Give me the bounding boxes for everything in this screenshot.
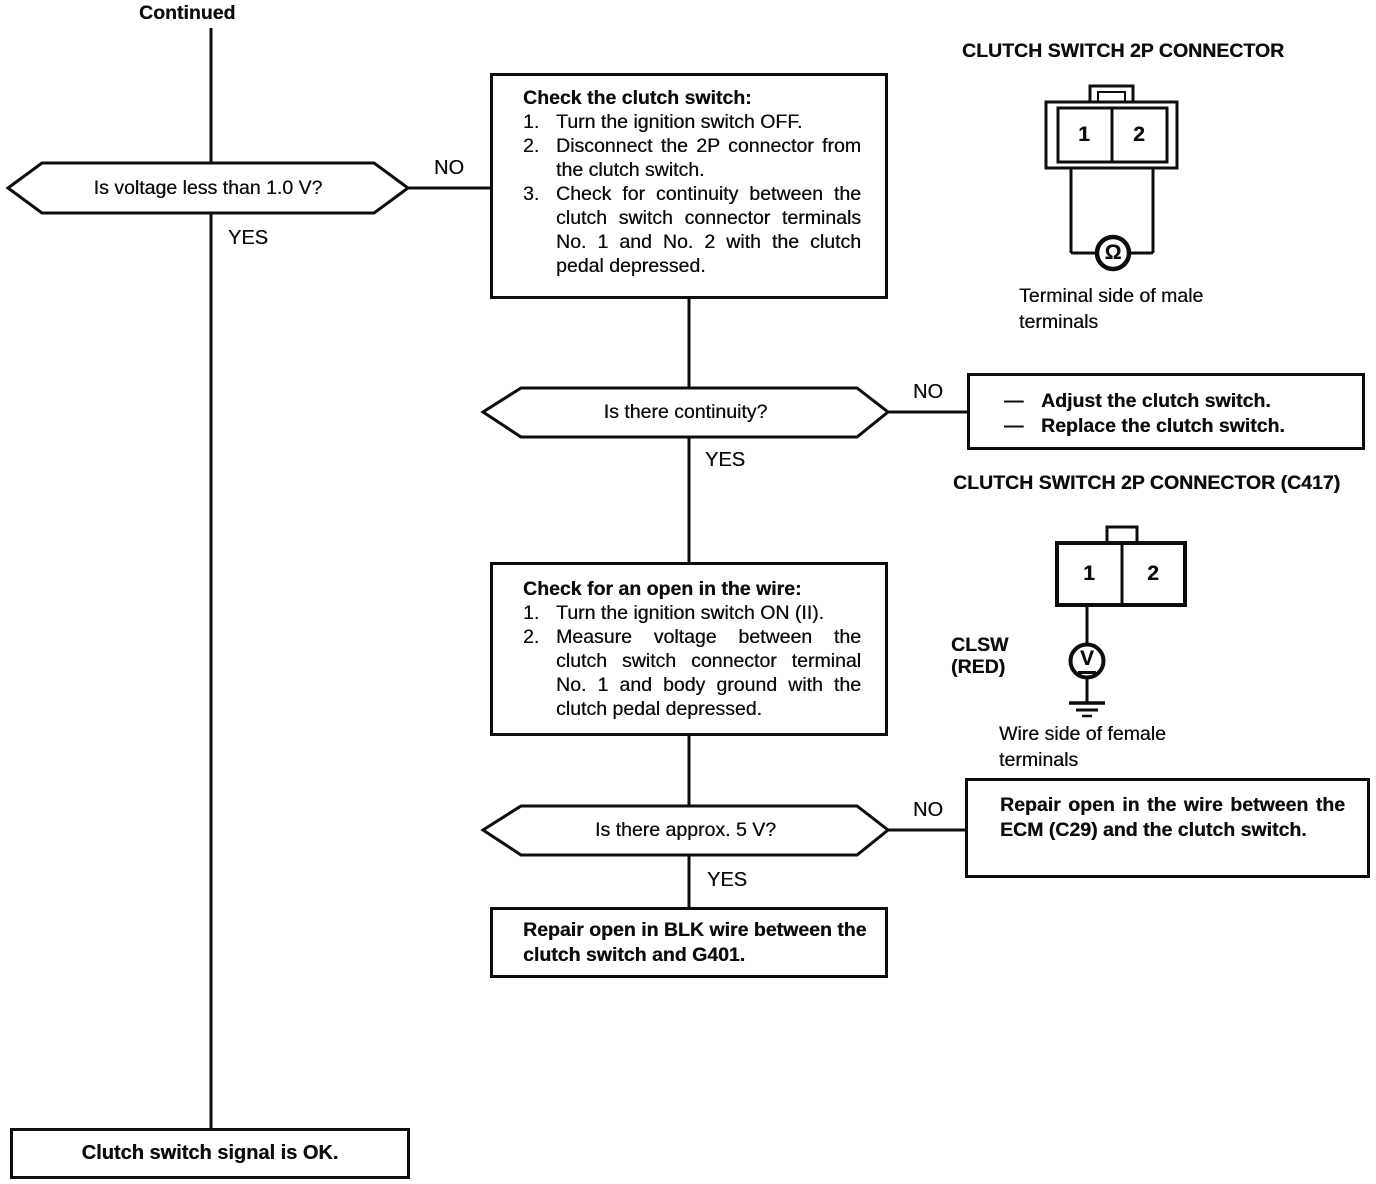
volt-symbol: V bbox=[1071, 648, 1103, 674]
decision-2-yes-label: YES bbox=[705, 449, 746, 471]
clsw-wire-color-label: (RED) bbox=[951, 656, 1006, 678]
action-adjust-replace: — Adjust the clutch switch. — Replace th… bbox=[967, 373, 1365, 450]
dash-bullet: — bbox=[1004, 415, 1024, 437]
process-title: Check the clutch switch: bbox=[523, 87, 752, 109]
step-number: 2. bbox=[523, 626, 540, 648]
step-text: Turn the ignition switch ON (II). bbox=[556, 602, 825, 624]
process-step: 3. Check for continuity between the clut… bbox=[523, 182, 861, 278]
clsw-signal-label: CLSW bbox=[951, 634, 1009, 656]
decision-2-text: Is there continuity? bbox=[603, 401, 768, 423]
process-step: 1. Turn the ignition switch ON (II). bbox=[523, 601, 861, 625]
step-text: Disconnect the 2P connector from the clu… bbox=[556, 135, 861, 181]
action-text: Adjust the clutch switch. bbox=[1041, 390, 1271, 412]
connector2-drawing bbox=[1055, 525, 1187, 718]
connector2-title: CLUTCH SWITCH 2P CONNECTOR (C417) bbox=[953, 472, 1341, 494]
decision-2-hexagon bbox=[480, 386, 891, 439]
decision-3-text: Is there approx. 5 V? bbox=[594, 819, 777, 841]
ohmmeter-icon bbox=[1094, 234, 1132, 272]
step-text: Measure voltage between the clutch switc… bbox=[556, 626, 861, 720]
action-item: — Replace the clutch switch. bbox=[1004, 414, 1352, 439]
decision-3-hexagon bbox=[480, 804, 891, 857]
process-step: 2. Measure voltage between the clutch sw… bbox=[523, 625, 861, 721]
connector1-tab-notch bbox=[1097, 91, 1126, 103]
process-step: 1. Turn the ignition switch OFF. bbox=[523, 110, 861, 134]
action-item: — Adjust the clutch switch. bbox=[1004, 389, 1352, 414]
result-clutch-switch-ok: Clutch switch signal is OK. bbox=[10, 1128, 410, 1179]
decision-1-no-label: NO bbox=[434, 157, 464, 179]
decision-3-yes-label: YES bbox=[707, 869, 748, 891]
connector2-lock-tab bbox=[1105, 525, 1139, 544]
connector1-title: CLUTCH SWITCH 2P CONNECTOR bbox=[962, 40, 1285, 62]
process-check-open-wire: Check for an open in the wire: 1. Turn t… bbox=[490, 562, 888, 736]
step-text: Check for continuity between the clutch … bbox=[556, 183, 861, 277]
step-number: 1. bbox=[523, 111, 540, 133]
step-text: Turn the ignition switch OFF. bbox=[556, 111, 803, 133]
action-text: Replace the clutch switch. bbox=[1041, 415, 1285, 437]
connector2-pin2-label: 2 bbox=[1147, 562, 1159, 585]
ground-icon bbox=[1069, 701, 1105, 718]
connector1-drawing bbox=[1044, 84, 1179, 272]
connector2-caption: Wire side of female terminals bbox=[999, 723, 1166, 771]
decision-2-no-label: NO bbox=[913, 381, 943, 403]
decision-1-hexagon bbox=[5, 161, 411, 215]
flow-lines bbox=[209, 28, 969, 1130]
ohm-symbol: Ω bbox=[1104, 241, 1122, 264]
connector1-caption: Terminal side of male terminals bbox=[1019, 285, 1204, 333]
step-number: 2. bbox=[523, 135, 540, 157]
action-repair-ecm-wire: Repair open in the wire between the ECM … bbox=[965, 778, 1370, 878]
ohmmeter-wires bbox=[1069, 168, 1155, 255]
voltmeter-icon bbox=[1068, 642, 1106, 680]
process-title: Check for an open in the wire: bbox=[523, 578, 802, 600]
volt-symbol-glyph: V bbox=[1077, 648, 1096, 674]
connector2-pin1-label: 1 bbox=[1083, 562, 1095, 585]
step-number: 1. bbox=[523, 602, 540, 624]
connector1-lock-tab bbox=[1088, 84, 1135, 104]
decision-3-no-label: NO bbox=[913, 799, 943, 821]
dash-bullet: — bbox=[1004, 390, 1024, 412]
decision-1-text: Is voltage less than 1.0 V? bbox=[93, 176, 323, 199]
decision-1-yes-label: YES bbox=[228, 227, 269, 249]
action-repair-blk-wire: Repair open in BLK wire between the clut… bbox=[490, 907, 888, 978]
connector1-pin1-label: 1 bbox=[1078, 123, 1090, 146]
connector1-pin2-label: 2 bbox=[1133, 123, 1145, 146]
process-step: 2. Disconnect the 2P connector from the … bbox=[523, 134, 861, 182]
process-check-clutch-switch: Check the clutch switch: 1. Turn the ign… bbox=[490, 73, 888, 299]
step-number: 3. bbox=[523, 183, 540, 205]
continued-label: Continued bbox=[139, 2, 236, 24]
